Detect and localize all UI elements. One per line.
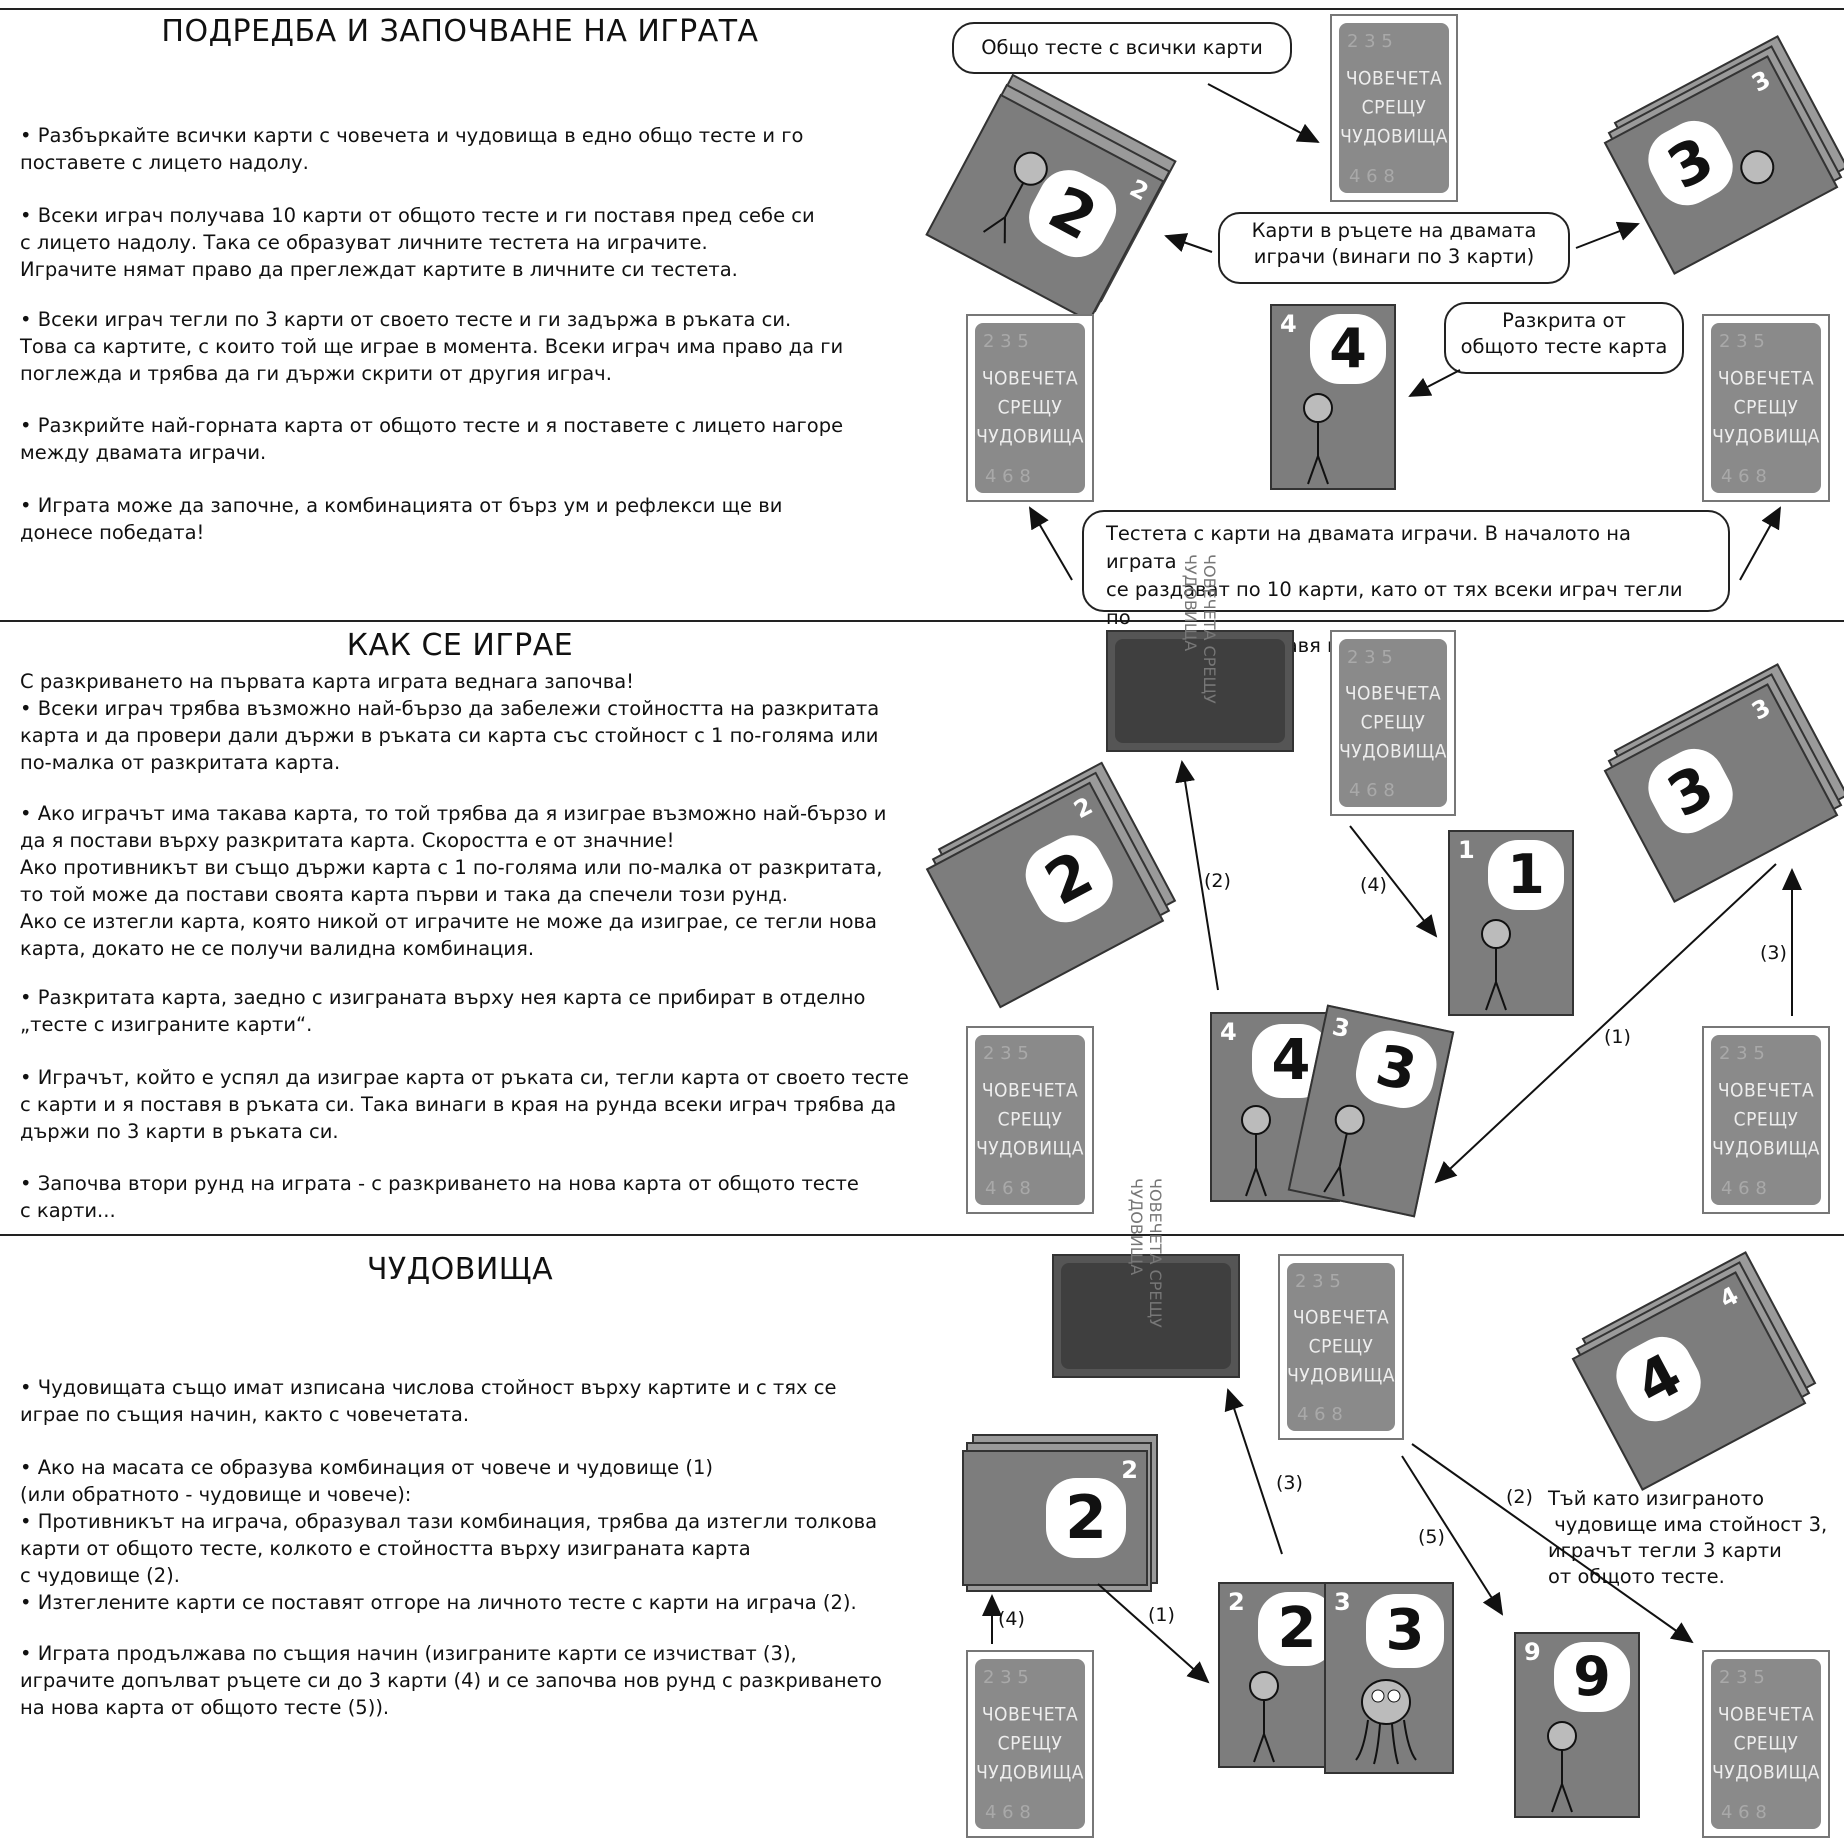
arrow	[1434, 863, 1777, 1184]
stick-figure-icon	[1303, 393, 1333, 485]
arrow	[1175, 760, 1219, 991]
monster-draw-note: Тъй като изиграното чудовище има стойнос…	[1548, 1487, 1828, 1588]
card-corner-value: 4	[1220, 1018, 1237, 1046]
arrow	[1401, 1455, 1504, 1616]
section2-paragraph-4: • Играчът, който е успял да изиграе карт…	[20, 1066, 909, 1143]
top-border	[0, 8, 1844, 10]
arrow	[1224, 1388, 1283, 1555]
played-card-2[interactable]: 2 2	[1218, 1582, 1344, 1768]
section3-title: ЧУДОВИЩА	[366, 1252, 554, 1287]
card-corner-value: 2	[1228, 1588, 1245, 1616]
step-label-4: (4)	[998, 1608, 1025, 1630]
stick-figure-icon	[1740, 150, 1775, 185]
arrow	[1349, 825, 1438, 938]
card-back-title: ЧОВЕЧЕТА СРЕЩУ ЧУДОВИЩА	[1712, 367, 1820, 448]
step-label-5: (5)	[1418, 1526, 1445, 1548]
card-back-title: ЧОВЕЧЕТА СРЕЩУ ЧУДОВИЩА	[1712, 1703, 1820, 1784]
arrow	[1207, 83, 1320, 143]
played-monster-card-3[interactable]: 3 3	[1324, 1582, 1454, 1774]
step-label-4: (4)	[1360, 874, 1387, 896]
arrow	[1739, 506, 1781, 581]
new-revealed-card-1[interactable]: 1 1	[1448, 830, 1574, 1016]
card-value: 2	[1258, 1592, 1336, 1666]
card-value: 9	[1554, 1642, 1630, 1712]
step-label-3: (3)	[1760, 942, 1787, 964]
arrow	[1408, 369, 1461, 397]
section3-paragraph-2: • Ако на масата се образува комбинация о…	[20, 1456, 878, 1614]
played-cards-pile[interactable]: ЧОВЕЧЕТА СРЕЩУ ЧУДОВИЩА	[1106, 554, 1294, 752]
section1-paragraph-4: • Разкрийте най-горната карта от общото …	[20, 414, 844, 464]
card-corner-value: 1	[1458, 836, 1475, 864]
arrow	[1411, 1443, 1694, 1644]
card-value: 3	[1366, 1594, 1444, 1668]
section1-paragraph-3: • Всеки играч тегли по 3 карти от своето…	[20, 308, 844, 385]
step-label-3: (3)	[1276, 1472, 1303, 1494]
stick-figure-icon	[1323, 1104, 1365, 1197]
section2-paragraph-1: С разкриването на първата карта играта в…	[20, 670, 880, 774]
section2-paragraph-5: • Започва втори рунд на играта - с разкр…	[20, 1172, 859, 1222]
stick-figure-icon	[1481, 919, 1511, 1011]
section2-title: КАК СЕ ИГРАЕ	[346, 628, 574, 663]
monster-icon	[1355, 1679, 1417, 1765]
card-back-title: ЧОВЕЧЕТА СРЕЩУ ЧУДОВИЩА	[1712, 1079, 1820, 1160]
section3-paragraph-3: • Играта продължава по същия начин (изиг…	[20, 1642, 882, 1719]
card-value: 1	[1488, 840, 1564, 910]
played-card-3[interactable]: 3 3	[1287, 1004, 1455, 1218]
section1-paragraph-2: • Всеки играч получава 10 карти от общот…	[20, 204, 815, 281]
card-corner-value: 9	[1524, 1638, 1541, 1666]
stick-figure-icon	[1249, 1671, 1279, 1763]
step-label-1: (1)	[1604, 1026, 1631, 1048]
card-back-title: ЧОВЕЧЕТА СРЕЩУ ЧУДОВИЩА	[1339, 682, 1447, 763]
left-hand-card-2[interactable]: 2 2	[962, 1450, 1148, 1586]
stick-figure-icon	[1241, 1105, 1271, 1197]
right-hand-card-3[interactable]: 3 3	[1603, 55, 1839, 275]
section1-paragraph-1: • Разбъркайте всички карти с човечета и …	[20, 124, 804, 174]
card-value: 2	[1046, 1478, 1126, 1558]
card-back-title: ЧОВЕЧЕТА СРЕЩУ ЧУДОВИЩА	[976, 1079, 1084, 1160]
section-divider-1	[0, 620, 1844, 622]
card-back-title: ЧОВЕЧЕТА СРЕЩУ ЧУДОВИЩА	[976, 367, 1084, 448]
section1-paragraph-5: • Играта може да започне, а комбинацията…	[20, 494, 783, 544]
card-corner-value: 4	[1280, 310, 1297, 338]
step-label-2: (2)	[1204, 870, 1231, 892]
stick-figure-icon	[982, 151, 1048, 244]
bubble-revealed: Разкрита от общото тесте карта	[1444, 302, 1684, 374]
card-corner-value: 3	[1334, 1588, 1351, 1616]
bubble-hands: Карти в ръцете на двамата играчи (винаги…	[1218, 212, 1570, 284]
arrow	[1164, 233, 1213, 253]
arrow	[1097, 1583, 1210, 1684]
step-label-2: (2)	[1506, 1486, 1533, 1508]
card-back-title: ЧОВЕЧЕТА СРЕЩУ ЧУДОВИЩА	[1340, 67, 1448, 148]
card-corner-value: 2	[1121, 1456, 1138, 1484]
step-label-1: (1)	[1148, 1604, 1175, 1626]
section3-paragraph-1: • Чудовищата също имат изписана числова …	[20, 1376, 837, 1426]
section1-title: ПОДРЕДБА И ЗАПОЧВАНЕ НА ИГРАТА	[161, 14, 759, 49]
drawn-card-9[interactable]: 9 9	[1514, 1632, 1640, 1818]
bubble-common-deck: Общо тесте с всички карти	[952, 22, 1292, 74]
section-divider-2	[0, 1234, 1844, 1236]
arrow	[1028, 506, 1073, 581]
arrow	[1575, 221, 1640, 249]
played-cards-pile[interactable]: ЧОВЕЧЕТА СРЕЩУ ЧУДОВИЩА	[1052, 1178, 1240, 1378]
section2-paragraph-3: • Разкритата карта, заедно с изиграната …	[20, 986, 866, 1036]
card-back-title: ЧОВЕЧЕТА СРЕЩУ ЧУДОВИЩА	[1287, 1306, 1395, 1387]
stick-figure-icon	[1547, 1721, 1577, 1813]
card-back-title: ЧОВЕЧЕТА СРЕЩУ ЧУДОВИЩА	[976, 1703, 1084, 1784]
card-value: 4	[1310, 314, 1386, 384]
revealed-card-4[interactable]: 4 4	[1270, 304, 1396, 490]
section2-paragraph-2: • Ако играчът има такава карта, то той т…	[20, 802, 887, 960]
left-hand-card-2[interactable]: 2 2	[925, 93, 1165, 323]
